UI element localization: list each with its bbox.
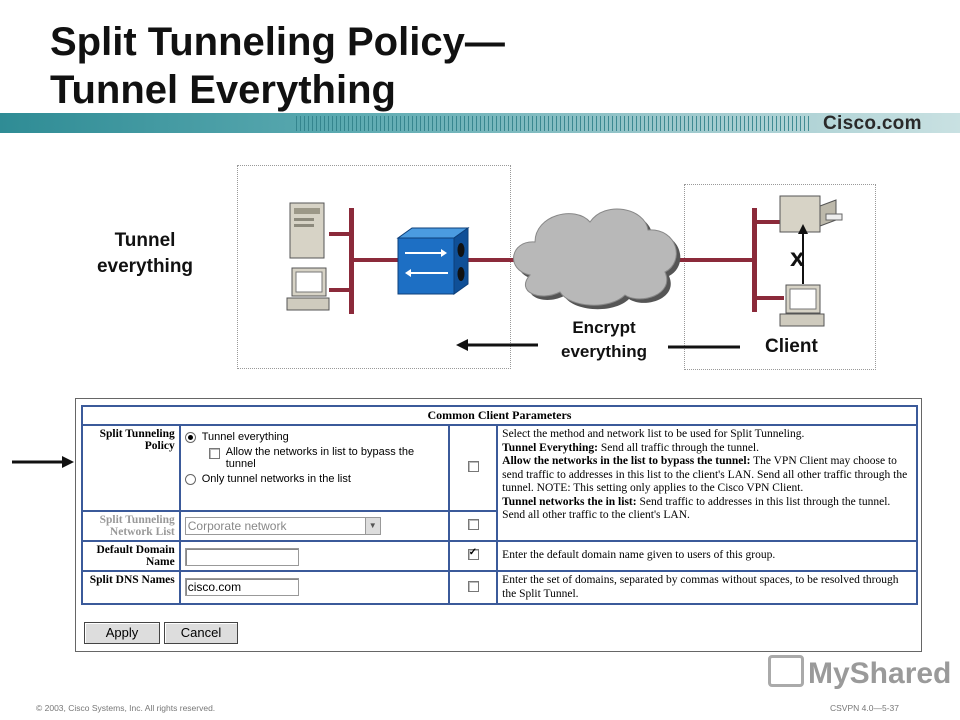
wan-link-left [466,258,522,262]
client-network-box [684,184,876,370]
split-tunneling-options: Tunnel everything Allow the networks in … [178,424,451,512]
printer-icon [779,195,843,233]
inherit-checkbox-network-list[interactable] [467,519,479,530]
option-allow-bypass[interactable]: Allow the networks in list to bypass the… [208,446,445,470]
split-dns-cell: cisco.com [178,570,451,605]
table-row: Split Tunneling Network List Corporate n… [81,510,917,542]
inherit-checkbox-split-dns[interactable] [467,580,479,592]
radio-tunnel-everything[interactable] [184,432,196,443]
corporate-network-box [237,165,511,369]
split-dns-names-label: Split DNS Names [81,570,181,605]
split-tunneling-policy-label: Split Tunneling Policy [81,424,181,512]
copyright-text: © 2003, Cisco Systems, Inc. All rights r… [36,703,216,713]
client-lan [752,208,784,312]
option-tunnel-everything[interactable]: Tunnel everything [184,431,445,443]
inherit-cell [448,570,499,605]
title-line-1: Split Tunneling Policy— [50,20,505,64]
network-list-cell: Corporate network ▼ [178,510,451,542]
blocked-x-mark: x [790,242,805,272]
inherit-checkbox-default-domain[interactable] [467,547,479,560]
default-domain-cell [178,540,451,572]
split-dns-description: Enter the set of domains, separated by c… [496,570,918,605]
vpn-concentrator-icon [396,227,470,295]
internet-cloud-icon [513,208,681,310]
slide-title: Split Tunneling Policy— Tunnel Everythin… [50,18,505,114]
tunnel-everything-label: Tunnel everything [96,230,194,277]
network-list-label: Split Tunneling Network List [81,510,181,542]
option-only-tunnel-networks[interactable]: Only tunnel networks in the list [184,473,445,485]
cisco-logo: Cisco.com [823,113,922,134]
split-tunneling-description: Select the method and network list to be… [496,424,918,542]
watermark-icon [768,655,804,687]
inherit-cell [448,540,499,572]
radio-only-tunnel-networks[interactable] [184,474,196,485]
client-parameters-panel: Common Client Parameters Split Tunneling… [75,398,922,652]
table-header: Common Client Parameters [81,405,918,426]
chevron-down-icon[interactable]: ▼ [364,518,380,534]
table-row: Default Domain Name Enter the default do… [81,540,918,572]
default-domain-description: Enter the default domain name given to u… [496,540,918,572]
default-domain-name-label: Default Domain Name [81,540,181,572]
network-list-select[interactable]: Corporate network ▼ [184,517,381,535]
blocked-path-icon [798,224,808,284]
header-barcode-pattern [296,116,811,131]
encrypt-everything-label: Encrypt everything [561,318,647,361]
server-icon [289,202,325,259]
corporate-lan [329,208,398,314]
inherit-cell [448,510,499,542]
myshared-watermark: MyShared [768,655,951,691]
table-row: Split Tunneling Policy Tunnel everything… [81,424,918,542]
client-pc-icon [779,284,825,327]
table-row: Split DNS Names cisco.com Enter the set … [81,570,918,605]
course-code: CSVPN 4.0—5-37 [830,703,899,713]
inherit-cell [448,424,499,512]
pointer-arrow-icon [12,456,74,468]
inherit-checkbox-split-policy[interactable] [467,461,479,472]
split-dns-input[interactable]: cisco.com [184,578,299,596]
title-line-2: Tunnel Everything [50,68,396,112]
client-label: Client [765,336,818,357]
common-client-parameters-table: Common Client Parameters Split Tunneling… [81,405,918,605]
default-domain-input[interactable] [184,548,299,566]
network-diagram [286,195,843,351]
apply-button[interactable]: Apply [84,622,160,644]
arrow-left-icon [456,339,538,351]
checkbox-allow-bypass[interactable] [208,448,220,459]
cancel-button[interactable]: Cancel [164,622,238,644]
workstation-icon [286,267,330,311]
wan-link-right [668,258,752,262]
